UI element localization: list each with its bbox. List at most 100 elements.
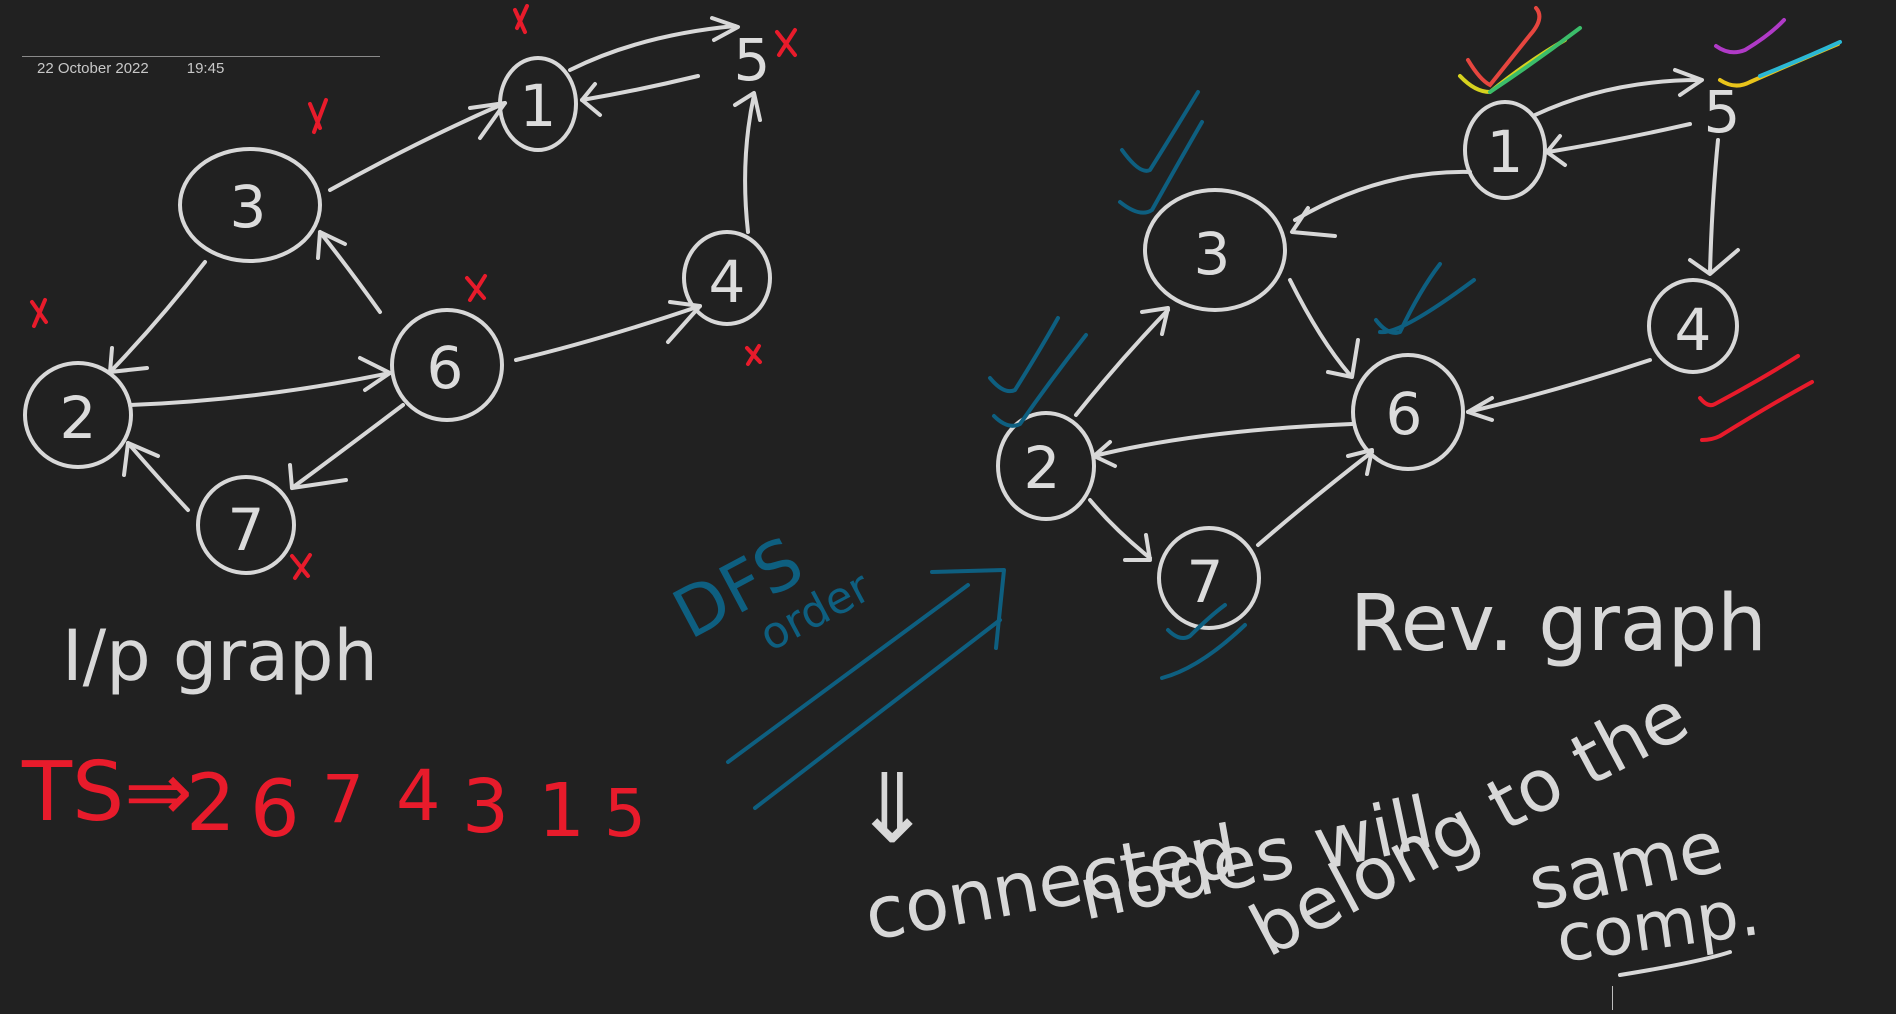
left-visited-mark-4 — [745, 344, 762, 366]
right-edge-7-6-head — [1346, 448, 1374, 476]
note-implies-arrow: ⇓ — [852, 753, 932, 865]
right-node-6-circle — [1351, 353, 1465, 471]
right-graph: 1 2 3 4 5 6 7 — [988, 6, 1842, 680]
topo-sort-item-3: 7 — [322, 761, 364, 838]
right-edge-5-1-head — [1545, 134, 1567, 167]
left-visited-mark-1 — [513, 4, 529, 34]
right-tick-1-rainbow-a — [1466, 6, 1542, 88]
right-tick-5-rainbow-c — [1758, 40, 1842, 78]
right-tick-4a — [1698, 354, 1800, 408]
right-node-3-label: 3 — [1194, 220, 1231, 288]
left-node-4-label: 4 — [709, 248, 746, 316]
left-visited-mark-5 — [775, 28, 797, 57]
right-edge-4-6-head — [1466, 396, 1494, 422]
left-node-2-circle — [23, 361, 133, 469]
dfs-order-annotation: DFS order — [661, 523, 1006, 810]
left-node-2-label: 2 — [60, 384, 97, 452]
page-time: 19:45 — [186, 60, 225, 77]
right-edge-4-6 — [1466, 358, 1652, 414]
right-node-5-label: 5 — [1704, 78, 1741, 146]
right-edge-2-3 — [1074, 308, 1170, 417]
left-edge-7-2-head — [122, 441, 160, 477]
left-visited-mark-6 — [465, 274, 487, 302]
right-tick-5-rainbow-a — [1714, 18, 1786, 55]
left-node-4-circle — [682, 230, 772, 326]
right-tick-7a — [1166, 603, 1227, 640]
left-node-3-label: 3 — [230, 173, 267, 241]
right-tick-2b — [992, 333, 1088, 428]
right-edge-1-5 — [1533, 78, 1702, 117]
left-edge-3-1 — [328, 101, 507, 192]
left-edge-6-3 — [318, 230, 382, 314]
left-visited-mark-2 — [30, 298, 48, 328]
right-tick-7b — [1160, 623, 1247, 680]
left-edge-3-2-head — [108, 346, 149, 374]
left-node-7-label: 7 — [228, 496, 265, 564]
right-edge-1-3-head — [1290, 206, 1337, 238]
page-date: 22 October 2022 — [37, 60, 149, 77]
topo-sort-line: TS⇒ 2 6 7 4 3 1 5 — [21, 745, 646, 855]
left-edge-6-3-head — [316, 230, 347, 260]
left-visited-mark-3 — [308, 98, 328, 134]
right-node-3-circle — [1143, 188, 1287, 312]
right-edge-3-6-head — [1326, 338, 1360, 379]
left-node-1-label: 1 — [520, 72, 557, 140]
left-node-7-circle — [196, 475, 296, 575]
left-edge-5-1 — [580, 74, 700, 102]
note-line-5-underline — [1618, 950, 1732, 977]
left-edge-4-5 — [743, 93, 756, 234]
right-node-1-label: 1 — [1487, 118, 1524, 186]
right-tick-3b — [1118, 120, 1204, 215]
left-node-5-label: 5 — [734, 26, 771, 94]
dfs-arrow-shaft-top — [726, 583, 970, 764]
right-node-1-circle — [1463, 100, 1547, 200]
right-edge-6-2-head — [1092, 440, 1117, 468]
left-edge-7-2 — [126, 441, 190, 512]
left-edge-2-6 — [128, 371, 392, 407]
right-edge-5-1 — [1546, 122, 1692, 154]
left-node-6-circle — [390, 308, 504, 422]
right-node-4-label: 4 — [1675, 296, 1712, 364]
dfs-arrow-shaft-bottom — [753, 618, 1002, 810]
dfs-arrow-head — [930, 568, 1006, 650]
right-edge-1-3 — [1293, 169, 1472, 222]
right-edge-2-3-head — [1140, 306, 1170, 336]
left-edge-5-1-head — [580, 82, 602, 117]
right-tick-3a — [1120, 90, 1200, 173]
right-tick-4b — [1700, 380, 1814, 442]
right-tick-1-rainbow-c — [1488, 26, 1582, 94]
left-edge-3-1-head — [468, 101, 507, 140]
topo-sort-item-2: 6 — [250, 765, 300, 855]
left-edge-6-7-head — [288, 463, 348, 490]
topo-sort-item-6: 1 — [538, 768, 585, 854]
topo-sort-prefix: TS⇒ — [21, 745, 193, 840]
left-graph-caption: I/p graph — [62, 615, 378, 697]
right-node-7-label: 7 — [1187, 548, 1224, 616]
left-edge-4-5-head — [733, 91, 762, 122]
right-node-2-circle — [996, 411, 1096, 521]
right-node-4-circle — [1647, 278, 1739, 374]
right-edge-1-5-head — [1673, 68, 1704, 97]
right-edge-7-6 — [1256, 450, 1374, 547]
right-graph-caption: Rev. graph — [1350, 579, 1767, 669]
right-tick-2a — [988, 316, 1060, 394]
right-node-2-label: 2 — [1024, 434, 1061, 502]
right-edge-2-7 — [1088, 498, 1152, 560]
text-cursor — [1612, 986, 1613, 1010]
page-title-underline — [22, 56, 380, 57]
topo-sort-item-5: 3 — [462, 764, 509, 850]
right-edge-2-7-head — [1123, 533, 1152, 562]
left-graph: 1 2 3 4 5 6 7 I/p graph — [23, 4, 797, 697]
right-edge-5-4-head — [1688, 248, 1740, 276]
left-node-6-label: 6 — [427, 334, 464, 402]
left-edge-3-2 — [110, 260, 207, 372]
right-node-7-circle — [1157, 526, 1261, 630]
left-edge-1-5 — [568, 24, 737, 72]
left-edge-2-6-head — [358, 356, 392, 392]
left-edge-6-4-head — [666, 300, 702, 344]
right-node-6-label: 6 — [1386, 380, 1423, 448]
right-tick-6a — [1374, 262, 1442, 335]
conclusion-note: ⇓ connected nodes will belong to the sam… — [852, 673, 1764, 978]
left-node-3-circle — [178, 147, 322, 263]
